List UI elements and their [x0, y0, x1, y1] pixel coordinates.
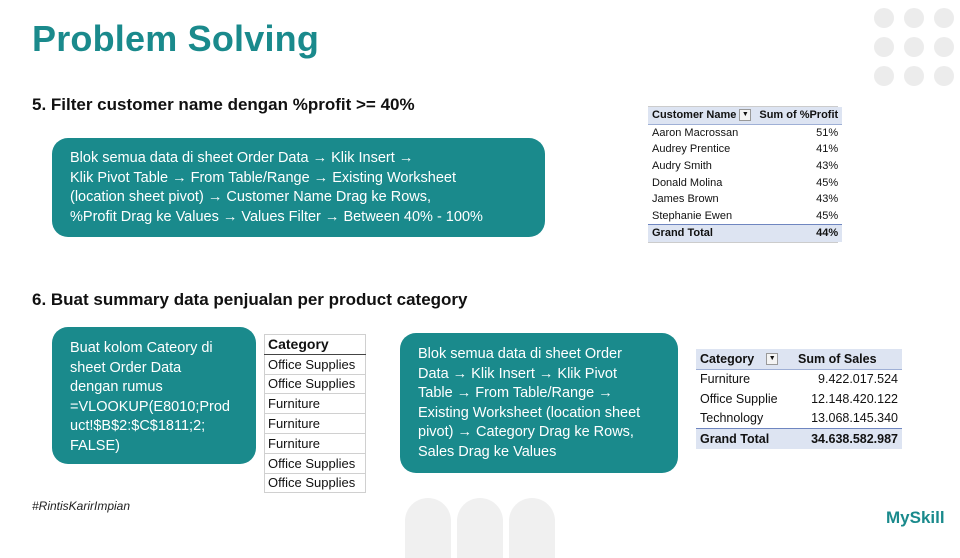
category-name-cell: Furniture [700, 372, 751, 387]
sales-value-cell: 13.068.145.340 [811, 411, 898, 426]
profit-value-cell: 43% [816, 193, 839, 206]
category-cell: Office Supplies [264, 452, 366, 474]
category-name-cell: Office Supplie [700, 391, 778, 406]
instruction-line: (location sheet pivot) → Customer Name D… [70, 189, 432, 205]
decorative-arch [457, 498, 503, 558]
category-header: Category [700, 351, 755, 366]
decorative-arch [405, 498, 451, 558]
profit-pivot-table: Customer Name▼ Sum of %Profit Aaron Macr… [648, 106, 843, 243]
table-row: Office Supplies [264, 472, 366, 494]
table-row: Office Supplies [264, 452, 366, 474]
instruction-line: Klik Pivot Table → From Table/Range → Ex… [70, 169, 457, 186]
grand-total-value: 34.638.582.987 [794, 428, 902, 449]
page-title: Problem Solving [32, 18, 320, 59]
table-row: Furniture [264, 393, 366, 415]
customer-name-cell: Audrey Prentice [652, 143, 731, 156]
table-row: Stephanie Ewen 45% [648, 208, 842, 225]
decorative-dot [874, 8, 894, 28]
instruction-line: sheet Order Data [70, 359, 182, 376]
sum-sales-header: Sum of Sales [794, 349, 902, 370]
instruction-line: Existing Worksheet (location sheet [418, 404, 641, 421]
instruction-line: FALSE) [70, 437, 120, 454]
instruction-line: =VLOOKUP(E8010;Prod [70, 398, 230, 415]
table-row: Donald Molina 45% [648, 174, 842, 191]
instruction-line: dengan rumus [70, 379, 163, 395]
instruction-line: pivot) → Category Drag ke Rows, [418, 424, 634, 440]
formula-instruction-bubble: Buat kolom Cateory di sheet Order Data d… [52, 327, 256, 464]
decorative-dot [874, 37, 894, 57]
section-5-instruction-bubble: Blok semua data di sheet Order Data → Kl… [52, 138, 545, 237]
pivot-instruction-bubble: Blok semua data di sheet Order Data → Kl… [400, 333, 678, 473]
customer-name-cell: Donald Molina [652, 176, 723, 189]
filter-icon[interactable]: ▼ [739, 109, 752, 122]
myskill-logo: MySkill [886, 508, 945, 527]
profit-value-cell: 51% [816, 126, 839, 139]
table-row: Audrey Prentice 41% [648, 141, 842, 158]
instruction-line: uct!$B$2:$C$1811;2; [70, 418, 206, 434]
decorative-dot [874, 66, 894, 86]
profit-value-cell: 45% [816, 209, 839, 222]
profit-value-cell: 45% [816, 176, 839, 189]
customer-name-cell: Stephanie Ewen [652, 209, 733, 222]
table-row: Furniture [264, 413, 366, 434]
category-cell: Office Supplies [264, 353, 366, 375]
pivot-header-cell: Customer Name▼ [648, 107, 756, 125]
grand-total-label: Grand Total [696, 428, 795, 449]
decorative-dot [904, 8, 924, 28]
table-row: Audry Smith 43% [648, 158, 842, 175]
category-cell: Office Supplies [264, 472, 366, 494]
decorative-dot [904, 37, 924, 57]
instruction-line: Blok semua data di sheet Order Data → Kl… [70, 150, 414, 166]
category-cell: Furniture [264, 393, 366, 415]
decorative-dot [934, 66, 954, 86]
table-row: Aaron Macrossan 51% [648, 124, 842, 141]
decorative-dot [934, 37, 954, 57]
instruction-line: Buat kolom Cateory di [70, 340, 213, 356]
section-6-heading: 6. Buat summary data penjualan per produ… [32, 290, 468, 309]
pivot-header-row: Customer Name▼ Sum of %Profit [648, 107, 843, 125]
footer-hashtag: #RintisKarirImpian [32, 499, 131, 513]
customer-name-cell: James Brown [652, 193, 719, 206]
grand-total-value: 44% [755, 224, 843, 242]
category-cell: Office Supplies [264, 373, 366, 395]
category-cell: Furniture [264, 413, 366, 434]
decorative-dot-grid [870, 4, 960, 90]
category-column-excerpt: Category Office Supplies Office Supplies… [264, 334, 366, 494]
category-column-header: Category [264, 334, 366, 355]
table-row: Furniture [264, 432, 366, 454]
table-row: James Brown 43% [648, 191, 842, 208]
sales-pivot-table: Category ▼ Sum of Sales Furniture 9.422.01… [696, 349, 902, 449]
sales-value-cell: 9.422.017.524 [818, 372, 898, 387]
pivot-header-row: Category ▼ Sum of Sales [696, 349, 902, 370]
sum-profit-header: Sum of %Profit [755, 107, 843, 125]
instruction-line: Data → Klik Insert → Klik Pivot [418, 365, 618, 382]
profit-value-cell: 41% [816, 143, 839, 156]
instruction-line: Blok semua data di sheet Order [418, 346, 622, 362]
decorative-arch [509, 498, 555, 558]
instruction-line: Table → From Table/Range → [418, 385, 613, 401]
category-column-header-row: Category [264, 334, 366, 355]
pivot-header-cell: Category ▼ [696, 349, 795, 370]
table-row: Office Supplies [264, 353, 366, 375]
decorative-dot [904, 66, 924, 86]
customer-name-cell: Aaron Macrossan [652, 126, 739, 139]
sales-value-cell: 12.148.420.122 [811, 391, 898, 406]
decorative-dot [934, 8, 954, 28]
category-name-cell: Technology [700, 411, 764, 426]
profit-value-cell: 43% [816, 160, 839, 173]
table-row: Technology 13.068.145.340 [696, 409, 902, 429]
table-row: Furniture 9.422.017.524 [696, 369, 902, 389]
table-row: Office Supplie 12.148.420.122 [696, 389, 902, 409]
dropdown-icon[interactable]: ▼ [766, 353, 779, 366]
instruction-line: %Profit Drag ke Values → Values Filter →… [70, 208, 483, 225]
category-cell: Furniture [264, 432, 366, 454]
customer-name-header: Customer Name [652, 109, 737, 122]
section-5-heading: 5. Filter customer name dengan %profit >… [32, 95, 415, 114]
customer-name-cell: Audry Smith [652, 160, 712, 173]
grand-total-label: Grand Total [648, 224, 756, 242]
instruction-line: Sales Drag ke Values [418, 443, 557, 460]
table-row: Office Supplies [264, 373, 366, 395]
